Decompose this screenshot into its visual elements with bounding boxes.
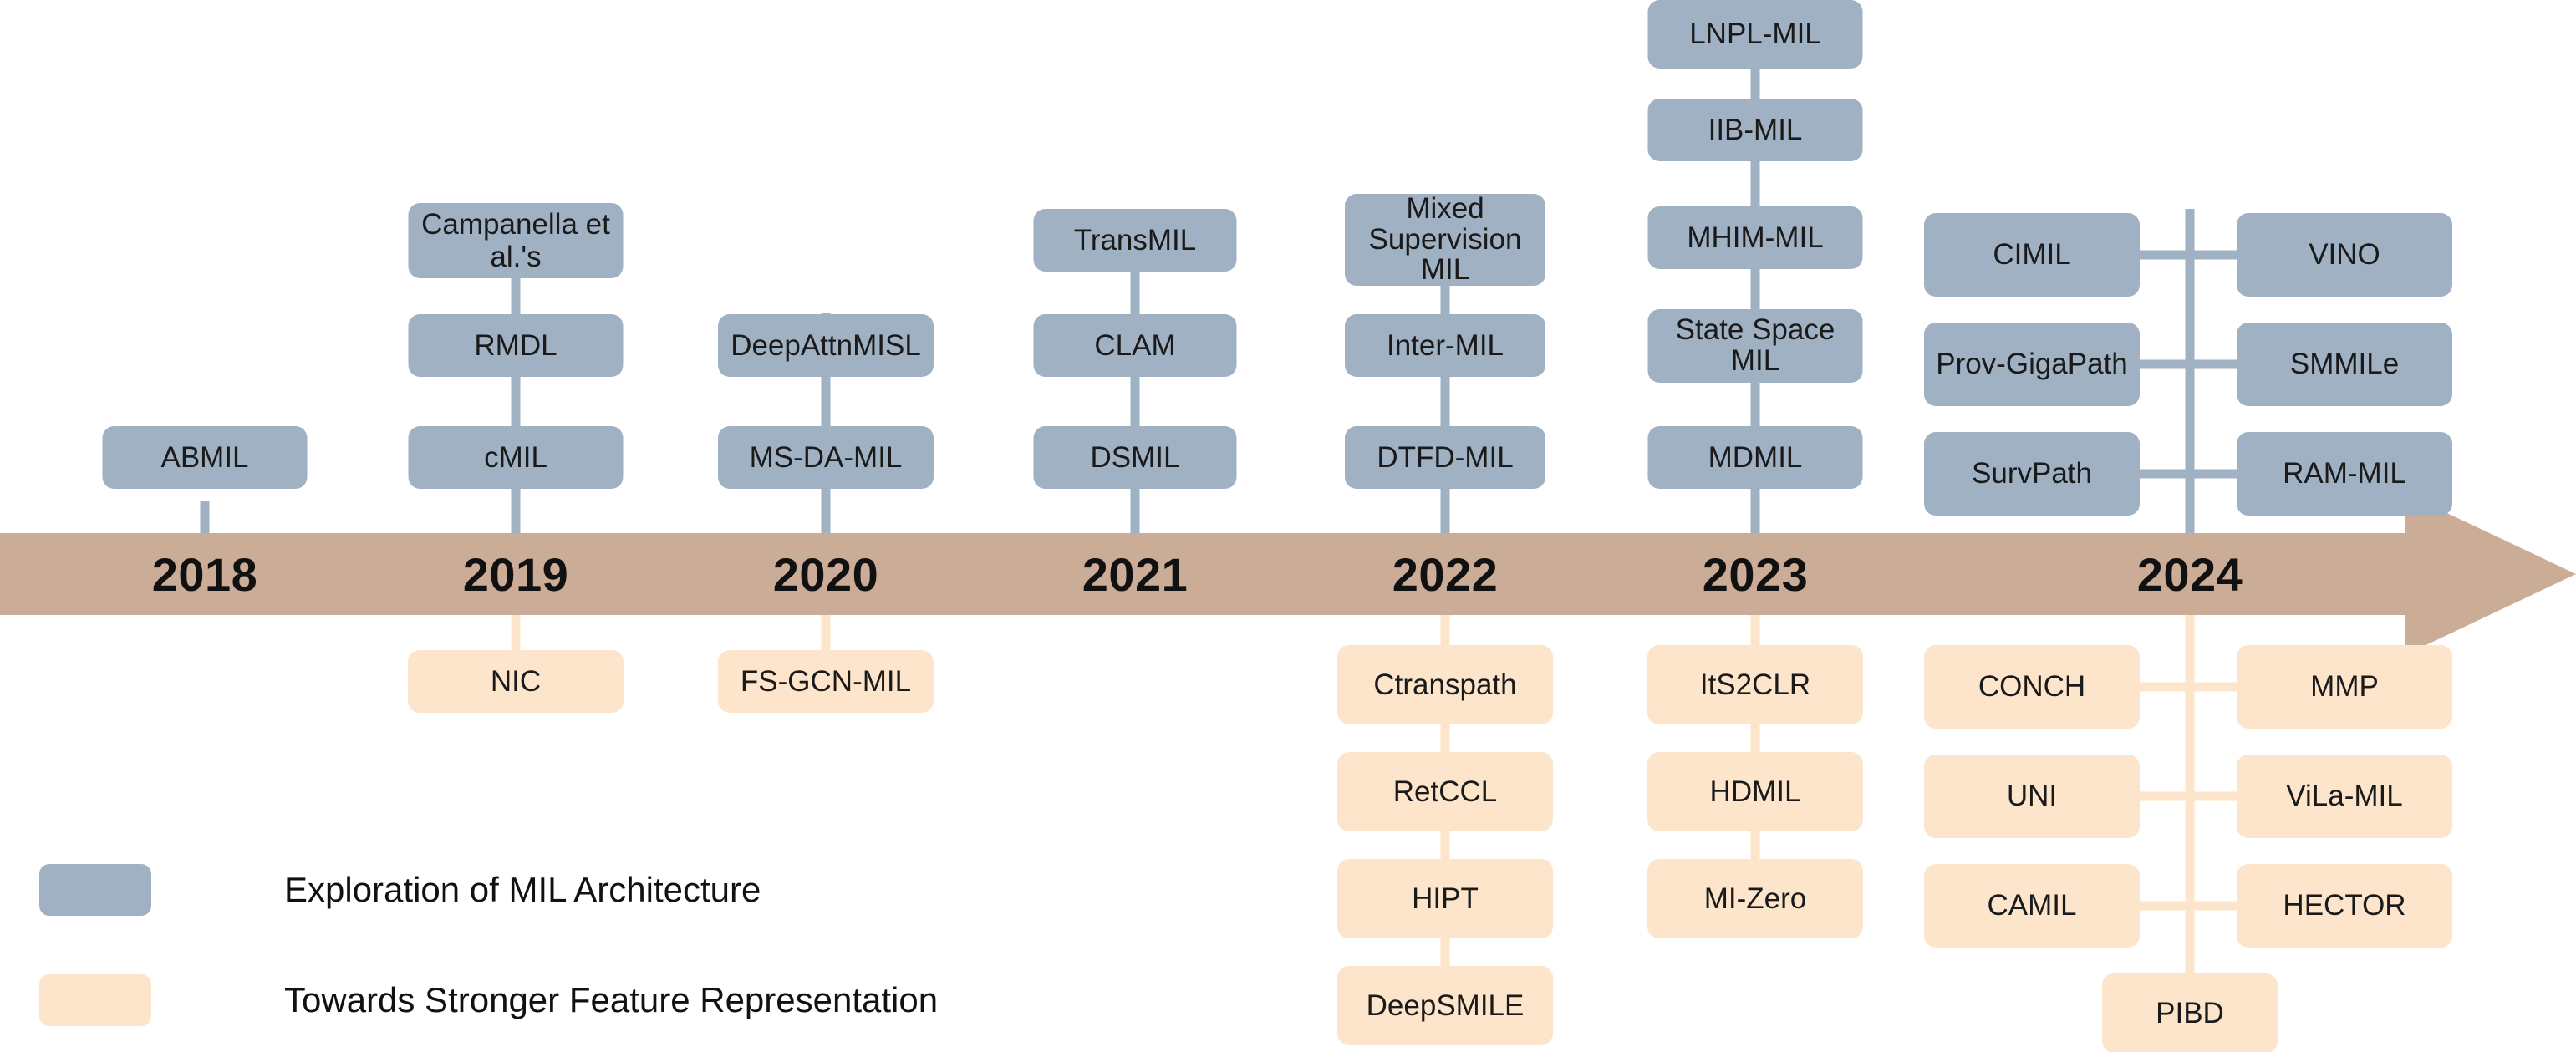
connector-2024-below-row1 [2014,682,2365,692]
connector-2022-trunk [1440,201,1450,568]
connector-2021-trunk [1130,209,1140,568]
year-label-2024: 2024 [2136,548,2243,601]
connector-2024-row1 [2014,250,2365,260]
legend-label-architecture: Exploration of MIL Architecture [284,870,761,909]
node-conch[interactable]: CONCH [1924,645,2140,729]
node-vino[interactable]: VINO [2237,213,2452,297]
node-mdmil[interactable]: MDMIL [1647,426,1863,489]
node-transmil[interactable]: TransMIL [1033,209,1237,272]
node-inter-mil[interactable]: Inter-MIL [1345,314,1545,377]
year-label-2020: 2020 [772,548,879,601]
node-camil[interactable]: CAMIL [1924,864,2140,948]
legend-swatch-representation [39,974,151,1026]
node-state-space-mil[interactable]: State Space MIL [1647,309,1863,383]
legend-swatch-architecture [39,864,151,916]
node-hdmil[interactable]: HDMIL [1647,752,1863,831]
node-mi-zero[interactable]: MI-Zero [1647,859,1863,938]
year-label-2021: 2021 [1082,548,1189,601]
node-cmil[interactable]: cMIL [408,426,624,489]
connector-2024-below-trunk [2185,585,2195,1028]
year-label-2023: 2023 [1702,548,1809,601]
connector-2024-trunk [2185,209,2195,568]
connector-2020-below-trunk [821,585,831,694]
timeline-bar [0,533,2405,615]
year-label-2019: 2019 [462,548,569,601]
timeline-arrow-head-icon [2405,493,2576,655]
node-ctranspath[interactable]: Ctranspath [1337,645,1553,724]
legend-label-representation: Towards Stronger Feature Representation [284,980,939,1019]
connector-2019-below-trunk [511,585,521,694]
year-label-2022: 2022 [1392,548,1499,601]
node-survpath[interactable]: SurvPath [1924,432,2140,516]
node-mhim-mil[interactable]: MHIM-MIL [1647,206,1863,269]
node-nic[interactable]: NIC [408,650,624,713]
node-abmil[interactable]: ABMIL [102,426,308,489]
node-fs-gcn-mil[interactable]: FS-GCN-MIL [718,650,934,713]
node-uni[interactable]: UNI [1924,755,2140,838]
node-mmp[interactable]: MMP [2237,645,2452,729]
node-ram-mil[interactable]: RAM-MIL [2237,432,2452,516]
node-lnpl-mil[interactable]: LNPL-MIL [1647,0,1863,69]
node-hipt[interactable]: HIPT [1337,859,1553,938]
node-prov-gigapath[interactable]: Prov-GigaPath [1924,323,2140,406]
connector-2024-row3 [2014,469,2365,479]
node-hector[interactable]: HECTOR [2237,864,2452,948]
node-pibd[interactable]: PIBD [2102,973,2278,1052]
node-cimil[interactable]: CIMIL [1924,213,2140,297]
node-its2clr[interactable]: ItS2CLR [1647,645,1863,724]
node-iib-mil[interactable]: IIB-MIL [1647,99,1863,161]
connector-2023-below-trunk [1750,585,1760,877]
node-msdamil[interactable]: MS-DA-MIL [718,426,934,489]
node-mixed-supervision-mil[interactable]: Mixed Supervision MIL [1345,193,1545,286]
node-clam[interactable]: CLAM [1033,314,1237,377]
node-vila-mil[interactable]: ViLa-MIL [2237,755,2452,838]
node-deepsmile[interactable]: DeepSMILE [1337,966,1553,1045]
node-campanella[interactable]: Campanella et al.'s [408,203,624,278]
node-dtfd-mil[interactable]: DTFD-MIL [1345,426,1545,489]
node-retccl[interactable]: RetCCL [1337,752,1553,831]
node-dsmil[interactable]: DSMIL [1033,426,1237,489]
node-rmdl[interactable]: RMDL [408,314,624,377]
connector-2019-trunk [511,209,521,568]
connector-2024-below-row3 [2014,901,2365,911]
connector-2023-trunk [1750,42,1760,568]
year-label-2018: 2018 [151,548,258,601]
node-smmile[interactable]: SMMILe [2237,323,2452,406]
connector-2024-row2 [2014,359,2365,369]
node-deepattnmisl[interactable]: DeepAttnMISL [718,314,934,377]
connector-2024-below-row2 [2014,791,2365,801]
